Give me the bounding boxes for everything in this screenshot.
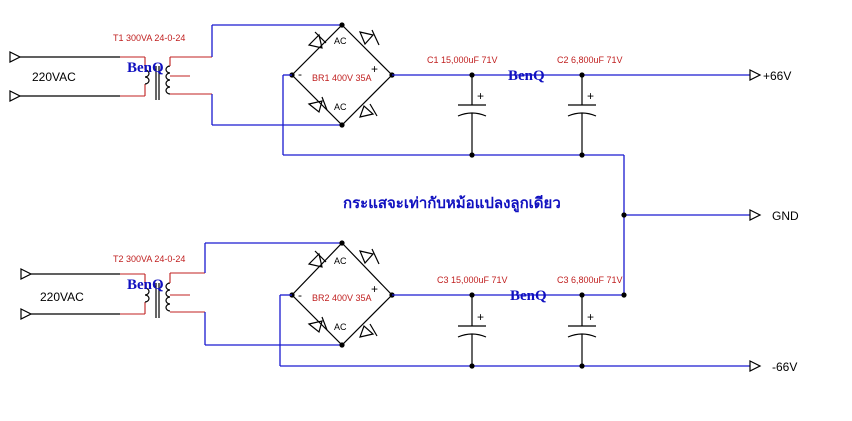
output-terminal-icon — [749, 69, 762, 81]
minus-label: - — [298, 288, 302, 302]
note-text: กระแสจะเท่ากับหม้อแปลงลูกเดียว — [343, 194, 561, 213]
cap-plus-label: + — [477, 310, 484, 324]
ac-terminal-icon — [20, 268, 33, 280]
secondary-coil-icon — [165, 65, 171, 95]
primary-coil-icon — [144, 69, 150, 85]
ac-label: AC — [334, 322, 347, 332]
top-bridge-rectifier — [282, 22, 395, 155]
output-neg-label: -66V — [772, 360, 797, 374]
plus-label: + — [371, 62, 378, 76]
br1-label: BR1 400V 35A — [312, 73, 372, 83]
output-gnd-label: GND — [772, 209, 799, 223]
minus-label: - — [298, 67, 302, 81]
brand-watermark: BenQ — [510, 288, 547, 304]
primary-coil-icon — [144, 287, 150, 303]
ac-input-label-top: 220VAC — [32, 70, 76, 84]
gnd-terminal-icon — [749, 209, 762, 221]
ac-input-label-bottom: 220VAC — [40, 290, 84, 304]
c3a-label: C3 15,000uF 71V — [437, 275, 508, 285]
ac-terminal-icon — [9, 90, 22, 102]
gnd-rail — [621, 155, 762, 275]
t2-label: T2 300VA 24-0-24 — [113, 254, 185, 264]
bottom-bridge-rectifier — [279, 240, 395, 366]
top-transformer-section — [9, 24, 342, 126]
brand-watermark: BenQ — [508, 68, 545, 84]
output-pos-label: +66V — [763, 69, 791, 83]
ac-terminal-icon — [9, 51, 22, 63]
ac-label: AC — [334, 102, 347, 112]
c1-label: C1 15,000uF 71V — [427, 55, 498, 65]
ac-terminal-icon — [20, 308, 33, 320]
bottom-transformer-section — [20, 242, 342, 346]
brand-watermark: BenQ — [127, 277, 164, 293]
output-terminal-icon — [749, 360, 762, 372]
t1-label: T1 300VA 24-0-24 — [113, 33, 185, 43]
brand-watermark: BenQ — [127, 60, 164, 76]
cap-plus-label: + — [587, 310, 594, 324]
br2-label: BR2 400V 35A — [312, 293, 372, 303]
c2-label: C2 6,800uF 71V — [557, 55, 623, 65]
top-filter-section — [283, 69, 762, 158]
ac-label: AC — [334, 36, 347, 46]
bottom-filter-section — [280, 275, 762, 372]
cap-plus-label: + — [587, 89, 594, 103]
ac-label: AC — [334, 256, 347, 266]
plus-label: + — [371, 282, 378, 296]
secondary-coil-icon — [165, 282, 171, 312]
c3b-label: C3 6,800uF 71V — [557, 275, 623, 285]
cap-plus-label: + — [477, 89, 484, 103]
